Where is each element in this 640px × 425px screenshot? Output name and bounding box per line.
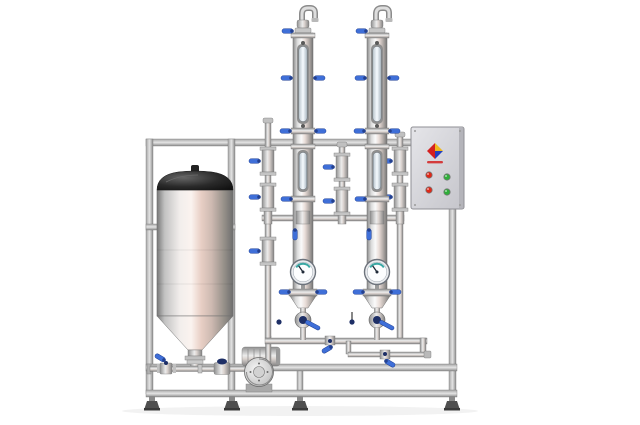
suction-line	[146, 352, 249, 375]
brand-logo	[427, 143, 443, 164]
aux-line-left	[249, 117, 276, 339]
bottom-manifold	[264, 312, 432, 369]
leveling-foot	[444, 396, 460, 411]
feed-tank	[156, 165, 234, 370]
leveling-foot	[224, 396, 240, 411]
inline-fitting	[323, 187, 350, 215]
sample-valve-knob	[349, 319, 355, 325]
leveling-foot	[292, 396, 308, 411]
diaphragm-valve	[213, 358, 231, 375]
tank-dome-lid	[156, 170, 234, 191]
floor-shadow	[122, 406, 478, 416]
suction-valve	[153, 352, 176, 375]
membrane-column-1	[279, 8, 327, 340]
logo-text-mark	[427, 161, 443, 164]
inline-fitting	[323, 153, 350, 181]
tank-cone	[156, 315, 234, 351]
drain-valve-2	[379, 349, 397, 369]
indicator-light-4	[443, 188, 451, 196]
inline-fitting	[249, 237, 276, 265]
indicator-light-2	[443, 173, 451, 181]
leveling-foot	[144, 396, 160, 411]
aux-line-middle	[323, 141, 350, 225]
indicator-light-3	[425, 186, 433, 194]
sample-valve-knob	[276, 319, 282, 325]
centrifugal-pump	[241, 335, 281, 393]
drain-valve-1	[320, 335, 336, 355]
indicator-light-1	[425, 171, 433, 179]
inline-fitting	[249, 183, 276, 211]
control-panel	[410, 126, 465, 210]
inline-fitting	[249, 147, 276, 175]
